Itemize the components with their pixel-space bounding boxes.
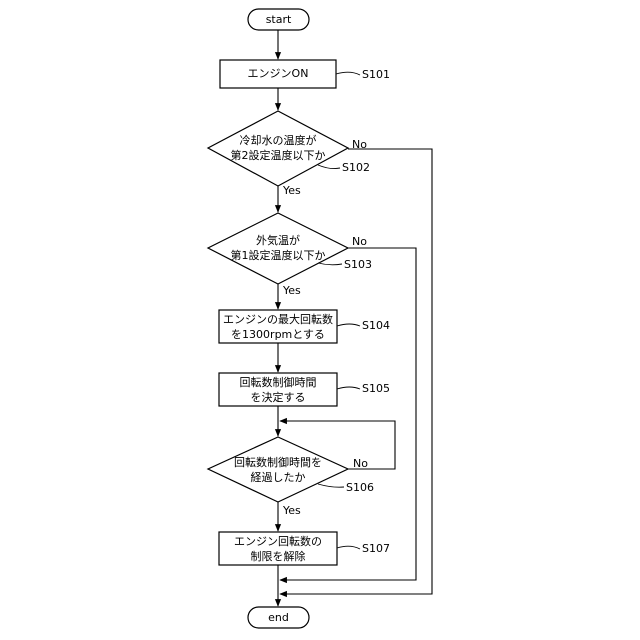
s107-leader — [337, 546, 360, 549]
s106-step-id: S106 — [346, 481, 374, 494]
start-terminal: start — [248, 9, 309, 30]
s103-step-id: S103 — [344, 258, 372, 271]
s107-step-id: S107 — [362, 542, 390, 555]
s103-no-label: No — [352, 235, 367, 248]
start-label: start — [266, 13, 292, 26]
connector-s103-no — [280, 248, 416, 580]
s102-line1: 冷却水の温度が — [240, 133, 317, 147]
s103-line1: 外気温が — [256, 233, 300, 247]
s104-line2: を1300rpmとする — [231, 328, 325, 341]
s106-line1: 回転数制御時間を — [234, 455, 322, 469]
s105-line1: 回転数制御時間 — [240, 375, 317, 389]
s104-line1: エンジンの最大回転数 — [223, 312, 333, 326]
s106-leader — [318, 484, 344, 487]
s103-leader — [318, 263, 342, 265]
decision-s102: 冷却水の温度が 第2設定温度以下か — [208, 111, 348, 186]
s101-text: エンジンON — [248, 67, 309, 80]
decision-s106: 回転数制御時間を 経過したか — [208, 437, 348, 502]
s107-line2: 制限を解除 — [251, 549, 306, 563]
s102-yes-label: Yes — [282, 184, 301, 197]
process-s105: 回転数制御時間 を決定する — [219, 373, 337, 406]
decision-s103: 外気温が 第1設定温度以下か — [208, 213, 348, 284]
s102-step-id: S102 — [342, 161, 370, 174]
s102-leader — [318, 165, 340, 169]
process-s101: エンジンON — [220, 60, 336, 88]
s101-leader — [336, 72, 360, 75]
s106-yes-label: Yes — [282, 504, 301, 517]
s101-step-id: S101 — [362, 68, 390, 81]
s102-line2: 第2設定温度以下か — [231, 148, 326, 162]
s106-line2: 経過したか — [251, 471, 306, 484]
process-s107: エンジン回転数の 制限を解除 — [219, 532, 337, 565]
s103-yes-label: Yes — [282, 284, 301, 297]
end-label: end — [268, 611, 289, 624]
s104-leader — [337, 324, 360, 326]
s104-step-id: S104 — [362, 319, 390, 332]
end-terminal: end — [248, 607, 309, 628]
connector-s102-no — [280, 149, 432, 594]
s105-leader — [337, 387, 360, 389]
s103-line2: 第1設定温度以下か — [231, 248, 326, 262]
s107-line1: エンジン回転数の — [234, 535, 322, 548]
s105-step-id: S105 — [362, 382, 390, 395]
process-s104: エンジンの最大回転数 を1300rpmとする — [219, 310, 337, 343]
s106-no-label: No — [353, 457, 368, 470]
s105-line2: を決定する — [251, 390, 306, 404]
